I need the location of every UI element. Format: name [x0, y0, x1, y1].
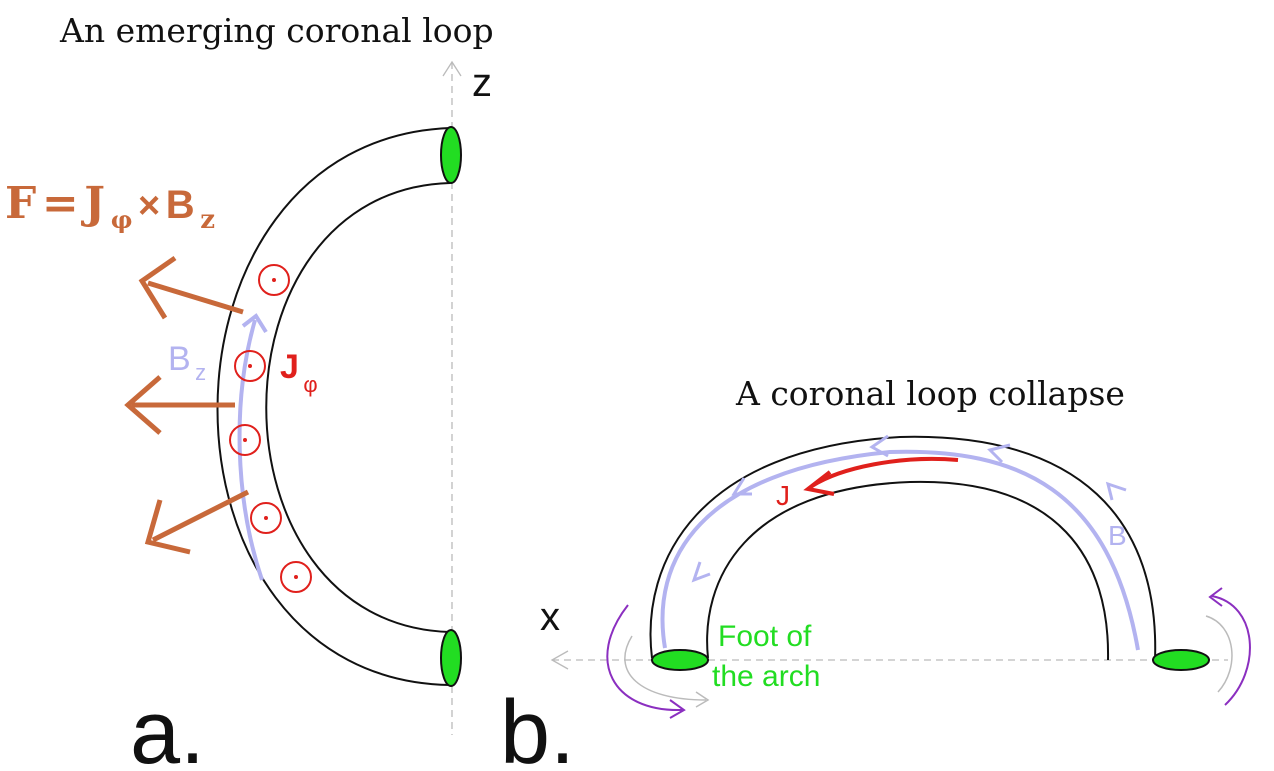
- panel-a-title: An emerging coronal loop: [59, 11, 494, 50]
- j-label: J: [776, 480, 790, 511]
- b-field-arrowhead: [869, 434, 889, 458]
- panel-b: A coronal loop collapse x J B Foot of th…: [500, 374, 1251, 771]
- panel-a-label: a.: [130, 683, 205, 771]
- j-phi-label: J φ: [280, 348, 318, 397]
- b-field-arrowhead: [1105, 481, 1127, 501]
- foot-right: [1152, 649, 1210, 671]
- rotation-arrow: [624, 635, 707, 701]
- current-symbol: [229, 424, 261, 456]
- b-field-arrowhead: [731, 477, 752, 496]
- current-symbol: [250, 502, 282, 534]
- rotation-arrow: [1211, 595, 1251, 706]
- bz-field-arrowhead: [241, 313, 268, 334]
- rotation-arrow: [1205, 615, 1233, 693]
- rotation-arrow: [606, 604, 683, 712]
- bz-label: B z: [168, 340, 206, 385]
- current-symbol: [234, 350, 266, 382]
- arch-outer-edge: [649, 435, 1157, 661]
- panel-b-title: A coronal loop collapse: [735, 374, 1125, 413]
- x-axis-label: x: [540, 595, 560, 639]
- force-equation: F = J φ × B z: [5, 178, 215, 235]
- foot-left: [651, 649, 709, 671]
- z-axis-label: z: [472, 61, 492, 105]
- b-label: B: [1108, 520, 1127, 551]
- current-symbol: [280, 561, 312, 593]
- panel-a: An emerging coronal loop z: [5, 11, 494, 771]
- j-current-arrow: [810, 456, 959, 488]
- force-arrow: [144, 489, 250, 555]
- j-current-arrowhead: [803, 470, 835, 496]
- loop-inner-edge: [265, 182, 451, 633]
- foot-label: Foot of the arch: [712, 620, 820, 693]
- rotation-arrowhead: [669, 699, 686, 719]
- foot-bottom: [440, 629, 462, 687]
- loop-outer-edge: [216, 127, 451, 686]
- force-arrow: [138, 255, 244, 320]
- b-field-arrowhead: [987, 443, 1011, 464]
- force-arrow: [124, 375, 235, 435]
- rotation-arrowhead: [695, 691, 710, 708]
- b-field-line: [660, 449, 1140, 651]
- panel-b-label: b.: [500, 683, 575, 771]
- arch-inner-edge: [706, 480, 1110, 661]
- foot-top: [440, 126, 462, 184]
- b-field-arrowhead: [691, 561, 711, 583]
- rotation-arrowhead: [1208, 587, 1223, 607]
- z-axis-arrowhead: [442, 60, 462, 77]
- current-symbol: [258, 264, 290, 296]
- x-axis-arrowhead: [550, 650, 569, 670]
